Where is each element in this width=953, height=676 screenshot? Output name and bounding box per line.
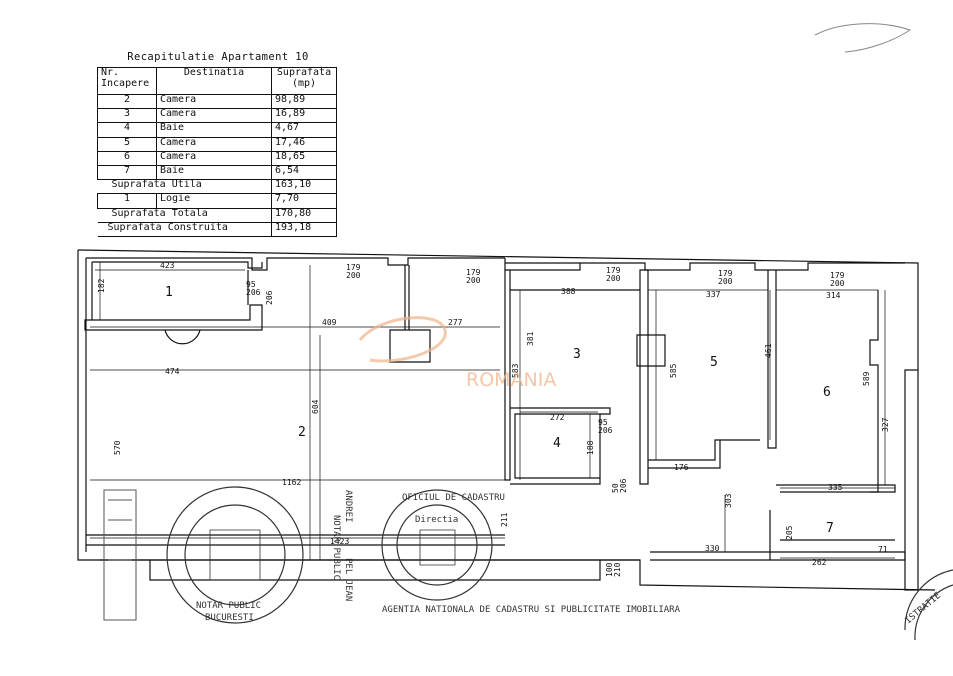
dim-label: 303	[724, 493, 733, 508]
header-suprafata-line2: (mp)	[291, 77, 317, 89]
dim-label: 179	[718, 269, 733, 278]
summary-header-row: Nr. Incapere Destinatia Suprafata (mp)	[97, 66, 337, 96]
room-5-label: 5	[710, 355, 718, 370]
table-row: 7 Baie 6,54	[97, 164, 337, 181]
table-row: 4 Baie 4,67	[97, 122, 337, 138]
table-row-logie: 1 Logie 7,70	[97, 193, 337, 209]
watermark-text: ROMANIA	[466, 369, 556, 391]
dim-label: 327	[881, 417, 890, 432]
header-destinatia: Destinatia	[156, 66, 272, 96]
header-nr-line1: Nr.	[101, 67, 120, 78]
dim-label: 71	[878, 545, 888, 554]
dimension-labels: 423 182 95 206 206 409 277 474 604 570 1…	[97, 261, 890, 577]
dim-label: 335	[828, 483, 843, 492]
header-suprafata: Suprafata (mp)	[271, 66, 337, 96]
dim-label: 381	[526, 331, 535, 346]
dim-label: 1162	[282, 478, 301, 487]
corner-stamp-text: ISTRATIE	[904, 591, 944, 627]
dim-label: 330	[705, 544, 720, 553]
dim-label: 604	[311, 399, 320, 414]
dim-label: 206	[598, 426, 613, 435]
dim-label: 188	[586, 440, 595, 455]
construita-value: 193,18	[271, 221, 337, 238]
table-row: 2 Camera 98,89	[97, 94, 337, 110]
dim-label: 50	[611, 483, 620, 493]
agency-stamp-text: OFICIUL DE CADASTRU	[402, 493, 505, 503]
header-suprafata-line1: Suprafata	[276, 67, 332, 78]
dim-label: 388	[561, 287, 576, 296]
summary-title: Recapitulatie Apartament 10	[127, 51, 309, 63]
dim-label: 272	[550, 413, 565, 422]
dim-label: 200	[830, 279, 845, 288]
dim-label: 176	[674, 463, 689, 472]
dim-label: 200	[606, 274, 621, 283]
total-row-construita: Suprafata Construita 193,18	[97, 221, 337, 238]
notary-name-line2: PEL JEAN	[343, 558, 353, 601]
dim-label: 277	[448, 318, 463, 327]
dim-label: 461	[764, 343, 773, 358]
dim-label: 1423	[330, 537, 349, 546]
dim-label: 570	[113, 440, 122, 455]
dim-label: 179	[466, 268, 481, 277]
dim-label: 423	[160, 261, 175, 270]
dim-label: 179	[830, 271, 845, 280]
left-stamp	[103, 489, 137, 621]
dim-label: 179	[606, 266, 621, 275]
dim-label: 100	[605, 562, 614, 577]
notary-name-stamp: ANDREI PEL JEAN NOTAR PUBLIC	[331, 490, 353, 601]
summary-table: Nr. Incapere Destinatia Suprafata (mp) 2…	[97, 66, 337, 238]
dim-label: 583	[511, 363, 520, 378]
watermark: ROMANIA	[358, 316, 556, 391]
dim-label: 206	[246, 288, 261, 297]
dim-label: 206	[619, 478, 628, 493]
dim-label: 200	[718, 277, 733, 286]
dim-label: 337	[706, 290, 721, 299]
dim-label: 314	[826, 291, 841, 300]
corner-stamp: ISTRATIE	[904, 569, 953, 641]
dim-label: 585	[669, 363, 678, 378]
dim-label: 200	[466, 276, 481, 285]
dim-label: 95	[246, 280, 256, 289]
notary-stamp: NOTAR PUBLIC BUCURESTI	[166, 486, 304, 624]
dim-label: 182	[97, 278, 106, 293]
dim-label: 474	[165, 367, 180, 376]
dim-label: 210	[613, 562, 622, 577]
dim-label: 262	[812, 558, 827, 567]
construita-label: Suprafata Construita	[97, 221, 272, 238]
dim-label: 409	[322, 318, 337, 327]
agency-stamp: OFICIUL DE CADASTRU Directia AGENTIA NAT…	[381, 489, 681, 615]
dim-label: 95	[598, 418, 608, 427]
room-6-label: 6	[823, 385, 831, 400]
dim-label: 200	[346, 271, 361, 280]
room-1-label: 1	[165, 285, 173, 300]
dim-label: 589	[862, 371, 871, 386]
room-2-label: 2	[298, 425, 306, 440]
notary-stamp-text: NOTAR PUBLIC	[196, 601, 261, 611]
dim-label: 179	[346, 263, 361, 272]
notary-name-line3: NOTAR PUBLIC	[331, 515, 341, 580]
dim-label: 211	[500, 512, 509, 527]
dim-label: 205	[785, 525, 794, 540]
header-nr: Nr. Incapere	[97, 66, 157, 96]
dimension-lines	[90, 262, 895, 560]
room-7-label: 7	[826, 521, 834, 536]
room-3-label: 3	[573, 347, 581, 362]
room-4-label: 4	[553, 436, 561, 451]
plan-walls	[77, 249, 936, 591]
top-right-stamp	[814, 23, 912, 53]
notary-stamp-city: BUCURESTI	[205, 613, 254, 623]
agency-stamp-dir: Directia	[415, 515, 458, 525]
agency-stamp-name: AGENTIA NATIONALA DE CADASTRU SI PUBLICI…	[382, 605, 681, 615]
dim-label: 206	[265, 290, 274, 305]
notary-name-line1: ANDREI	[343, 490, 353, 523]
header-nr-line2: Incapere	[101, 77, 150, 89]
